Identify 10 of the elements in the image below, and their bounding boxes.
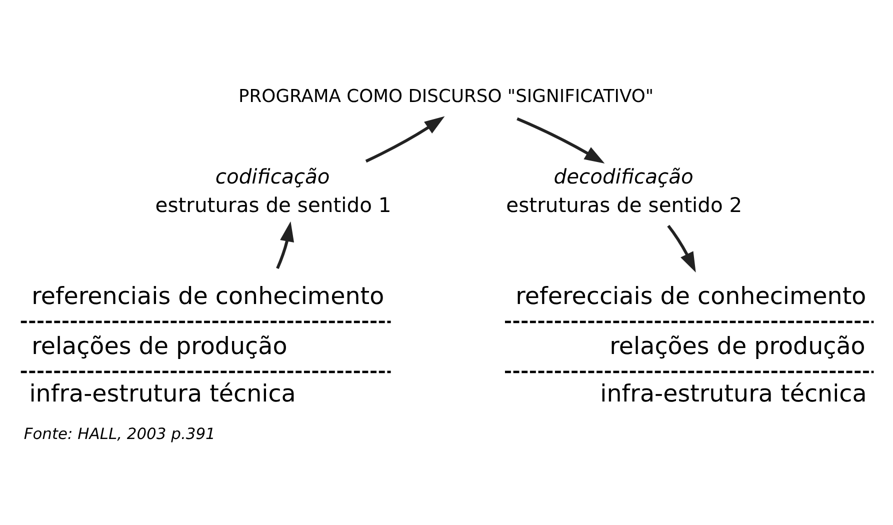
caption: Fonte: HALL, 2003 p.391	[23, 425, 215, 444]
arrow	[276, 221, 294, 270]
node-text: codificação estruturas de sentido 1	[154, 164, 391, 218]
node-text: referecciais de conhecimento relações de produção infra-estrutura técnica	[515, 282, 866, 408]
arrow	[516, 117, 604, 164]
arrow	[364, 116, 444, 163]
node-text: referenciais de conhecimento relações de produção infra-estrutura técnica	[28, 282, 384, 408]
node-text: decodificação estruturas de sentido 2	[506, 164, 742, 218]
arrow	[666, 224, 696, 272]
node-text: PROGRAMA COMO DISCURSO "SIGNIFICATIVO"	[238, 86, 654, 107]
